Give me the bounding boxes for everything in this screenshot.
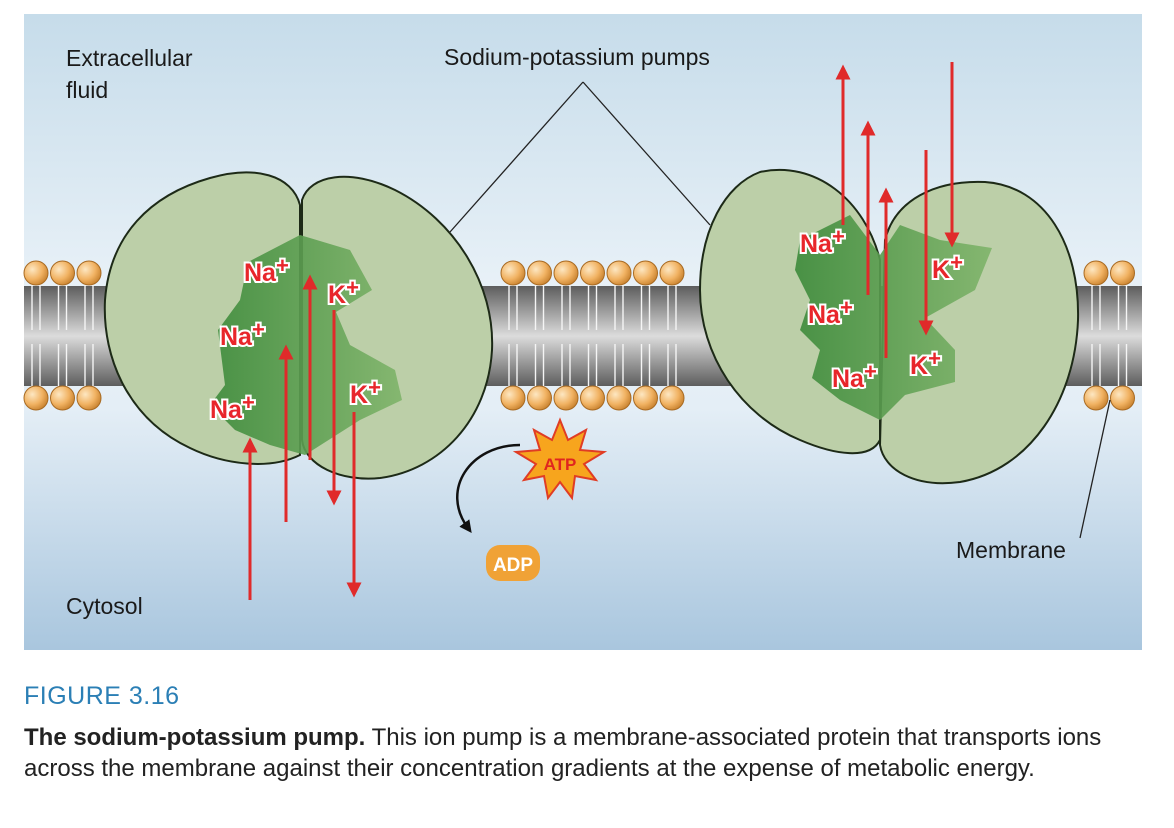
- na-ion-label: Na+: [800, 224, 845, 258]
- caption-body: This ion pump is a membrane-associated p…: [24, 724, 1102, 782]
- lipid-head-bottom: [76, 385, 102, 411]
- lipid-head-bottom: [580, 385, 605, 411]
- ion-labels: Na+ Na+ Na+ K+ K+ Na+ Na+ Na+ K+ K+: [208, 222, 965, 426]
- lipid-head-top: [500, 260, 526, 286]
- k-ion-label: K+: [328, 275, 359, 309]
- extracellular-label-line1: Extracellular: [66, 45, 193, 71]
- figure-caption: The sodium-potassium pump. This ion pump…: [24, 722, 1154, 784]
- lipid-head-top: [580, 260, 605, 286]
- k-ion-label: K+: [350, 375, 381, 409]
- lipid-head-bottom: [1110, 385, 1135, 411]
- na-ion-label: Na+: [832, 359, 877, 393]
- pump-left-pocket: [210, 235, 402, 455]
- lipid-head-top: [553, 260, 579, 286]
- na-ion-label: Na+: [220, 317, 265, 351]
- pump-right: [698, 168, 1080, 485]
- adp-label: ADP: [493, 555, 533, 576]
- lipid-head-top: [50, 260, 75, 286]
- figure-number: FIGURE 3.16: [24, 682, 180, 710]
- lipid-head-top: [1110, 260, 1135, 286]
- lipid-head-bottom: [606, 385, 632, 411]
- atp-burst: ATP: [512, 417, 608, 501]
- atp-hydrolysis-arrow: [456, 443, 521, 534]
- lipid-head-top: [606, 260, 632, 286]
- na-ion-label: Na+: [808, 295, 853, 329]
- leader-lines: [449, 81, 1111, 539]
- lipid-head-bottom: [23, 385, 49, 411]
- lipid-head-top: [76, 260, 102, 286]
- lipid-head-top: [633, 260, 658, 286]
- lipid-head-bottom: [50, 385, 75, 411]
- k-ion-label: K+: [932, 250, 963, 284]
- pump-left: [103, 171, 494, 480]
- pumps-label: Sodium-potassium pumps: [444, 44, 710, 70]
- na-ion-label: Na+: [210, 390, 255, 424]
- extracellular-label-line2: fluid: [66, 77, 108, 103]
- lipid-head-bottom: [633, 385, 658, 411]
- caption-title: The sodium-potassium pump.: [24, 724, 366, 751]
- atp-label: ATP: [544, 455, 577, 474]
- pump-right-pocket: [795, 215, 992, 420]
- pump-diagram: Na+ Na+ Na+ K+ K+ Na+ Na+ Na+ K+ K+ ATP …: [23, 14, 1142, 650]
- lipid-head-bottom: [659, 385, 685, 411]
- lipid-head-top: [527, 260, 552, 286]
- lipid-head-bottom: [553, 385, 579, 411]
- lipid-head-top: [1083, 260, 1109, 286]
- k-ion-label: K+: [910, 346, 941, 380]
- adp-badge: ADP: [486, 545, 540, 581]
- membrane-label: Membrane: [956, 537, 1066, 563]
- cytosol-label: Cytosol: [66, 593, 143, 619]
- lipid-head-top: [659, 260, 685, 286]
- ion-arrows-left: [242, 274, 362, 600]
- na-ion-label: Na+: [244, 253, 289, 287]
- lipid-head-bottom: [500, 385, 526, 411]
- lipid-head-top: [23, 260, 49, 286]
- lipid-head-bottom: [527, 385, 552, 411]
- ion-arrows-right: [835, 62, 960, 358]
- lipid-head-bottom: [1083, 385, 1109, 411]
